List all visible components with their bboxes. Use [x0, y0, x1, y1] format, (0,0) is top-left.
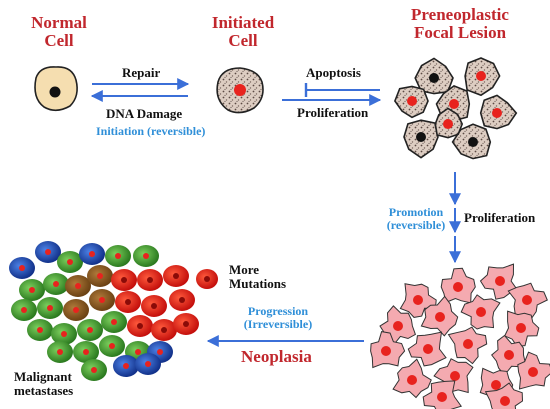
neoplastic-cell: [433, 358, 474, 394]
neoplasia-label: Neoplasia: [241, 347, 312, 366]
metastatic-cell: [99, 335, 125, 357]
preneoplastic-cell: [451, 123, 492, 160]
metastases-cell-cluster: [9, 241, 199, 381]
metastatic-cell: [135, 353, 161, 375]
proliferation-top-label: Proliferation: [297, 105, 369, 120]
metastatic-cell: [105, 245, 131, 267]
mutated-cell-icon: [196, 269, 218, 289]
preneoplastic-cell: [479, 94, 518, 130]
preneoplastic-title: Preneoplastic Focal Lesion: [411, 5, 509, 42]
neoplastic-cell: [484, 382, 524, 409]
metastatic-cell: [89, 289, 115, 311]
metastatic-cell: [101, 311, 127, 333]
metastatic-cell: [57, 251, 83, 273]
preneoplastic-cell: [414, 57, 454, 95]
metastatic-cell: [9, 257, 35, 279]
neoplastic-cell: [420, 295, 459, 337]
progression-label: Progression (Irreversible): [243, 304, 313, 331]
neoplastic-cell: [504, 310, 540, 347]
preneoplastic-cell: [434, 107, 464, 139]
metastatic-cell: [81, 359, 107, 381]
neoplastic-cell: [507, 282, 548, 320]
metastatic-cell: [27, 319, 53, 341]
initiated-cell-title: Initiated Cell: [211, 13, 275, 50]
metastatic-cell: [11, 299, 37, 321]
metastatic-cell: [173, 313, 199, 335]
metastatic-cell: [73, 341, 99, 363]
normal-cell-illustration: [34, 66, 78, 112]
dna-damage-label: DNA Damage: [106, 106, 183, 121]
promotion-label: Promotion (reversible): [386, 205, 446, 232]
metastatic-cell: [65, 275, 91, 297]
metastatic-cell: [115, 291, 141, 313]
neoplastic-cell: [399, 283, 437, 318]
neoplastic-cell: [407, 331, 447, 367]
proliferation-right-label: Proliferation: [464, 210, 536, 225]
metastatic-cell: [151, 319, 177, 341]
normal-cell-title: Normal Cell: [31, 13, 87, 50]
preneoplastic-cell: [464, 57, 501, 97]
apoptosis-arrow: [304, 83, 380, 97]
metastatic-cell: [43, 273, 69, 295]
neoplastic-cell: [370, 331, 406, 369]
neoplastic-cell: [491, 334, 526, 376]
metastatic-cell: [79, 243, 105, 265]
metastatic-cell: [35, 241, 61, 263]
metastatic-cell: [113, 355, 139, 377]
neoplastic-cell: [479, 263, 518, 300]
metastatic-cell: [133, 245, 159, 267]
initiated-cell-illustration: [216, 67, 264, 114]
neoplastic-cell: [440, 267, 476, 304]
neoplastic-cell: [422, 380, 463, 409]
metastatic-cell: [63, 299, 89, 321]
preneoplastic-cell: [393, 85, 429, 119]
metastatic-cell: [87, 265, 113, 287]
neoplasia-cell-cluster: [370, 263, 550, 409]
preneoplastic-lesion-cluster: [393, 57, 518, 160]
metastatic-cell: [51, 323, 77, 345]
neoplastic-cell: [392, 358, 432, 399]
more-mutations-label: More Mutations: [229, 262, 287, 291]
metastatic-cell: [111, 269, 137, 291]
initiation-label: Initiation (reversible): [96, 124, 206, 138]
malignant-metastases-label: Malignant metastases: [14, 369, 74, 398]
metastatic-cell: [137, 269, 163, 291]
metastatic-cell: [141, 295, 167, 317]
apoptosis-label: Apoptosis: [306, 65, 361, 80]
metastatic-cell: [37, 297, 63, 319]
neoplastic-cell: [460, 294, 501, 330]
metastatic-cell: [77, 319, 103, 341]
metastatic-cell: [47, 341, 73, 363]
neoplastic-cell: [447, 326, 488, 365]
metastatic-cell: [169, 289, 195, 311]
metastatic-cell: [19, 279, 45, 301]
metastatic-cell: [163, 265, 189, 287]
neoplastic-cell: [517, 351, 550, 390]
repair-label: Repair: [122, 65, 161, 80]
metastatic-cell: [127, 315, 153, 337]
preneoplastic-cell: [403, 119, 439, 159]
